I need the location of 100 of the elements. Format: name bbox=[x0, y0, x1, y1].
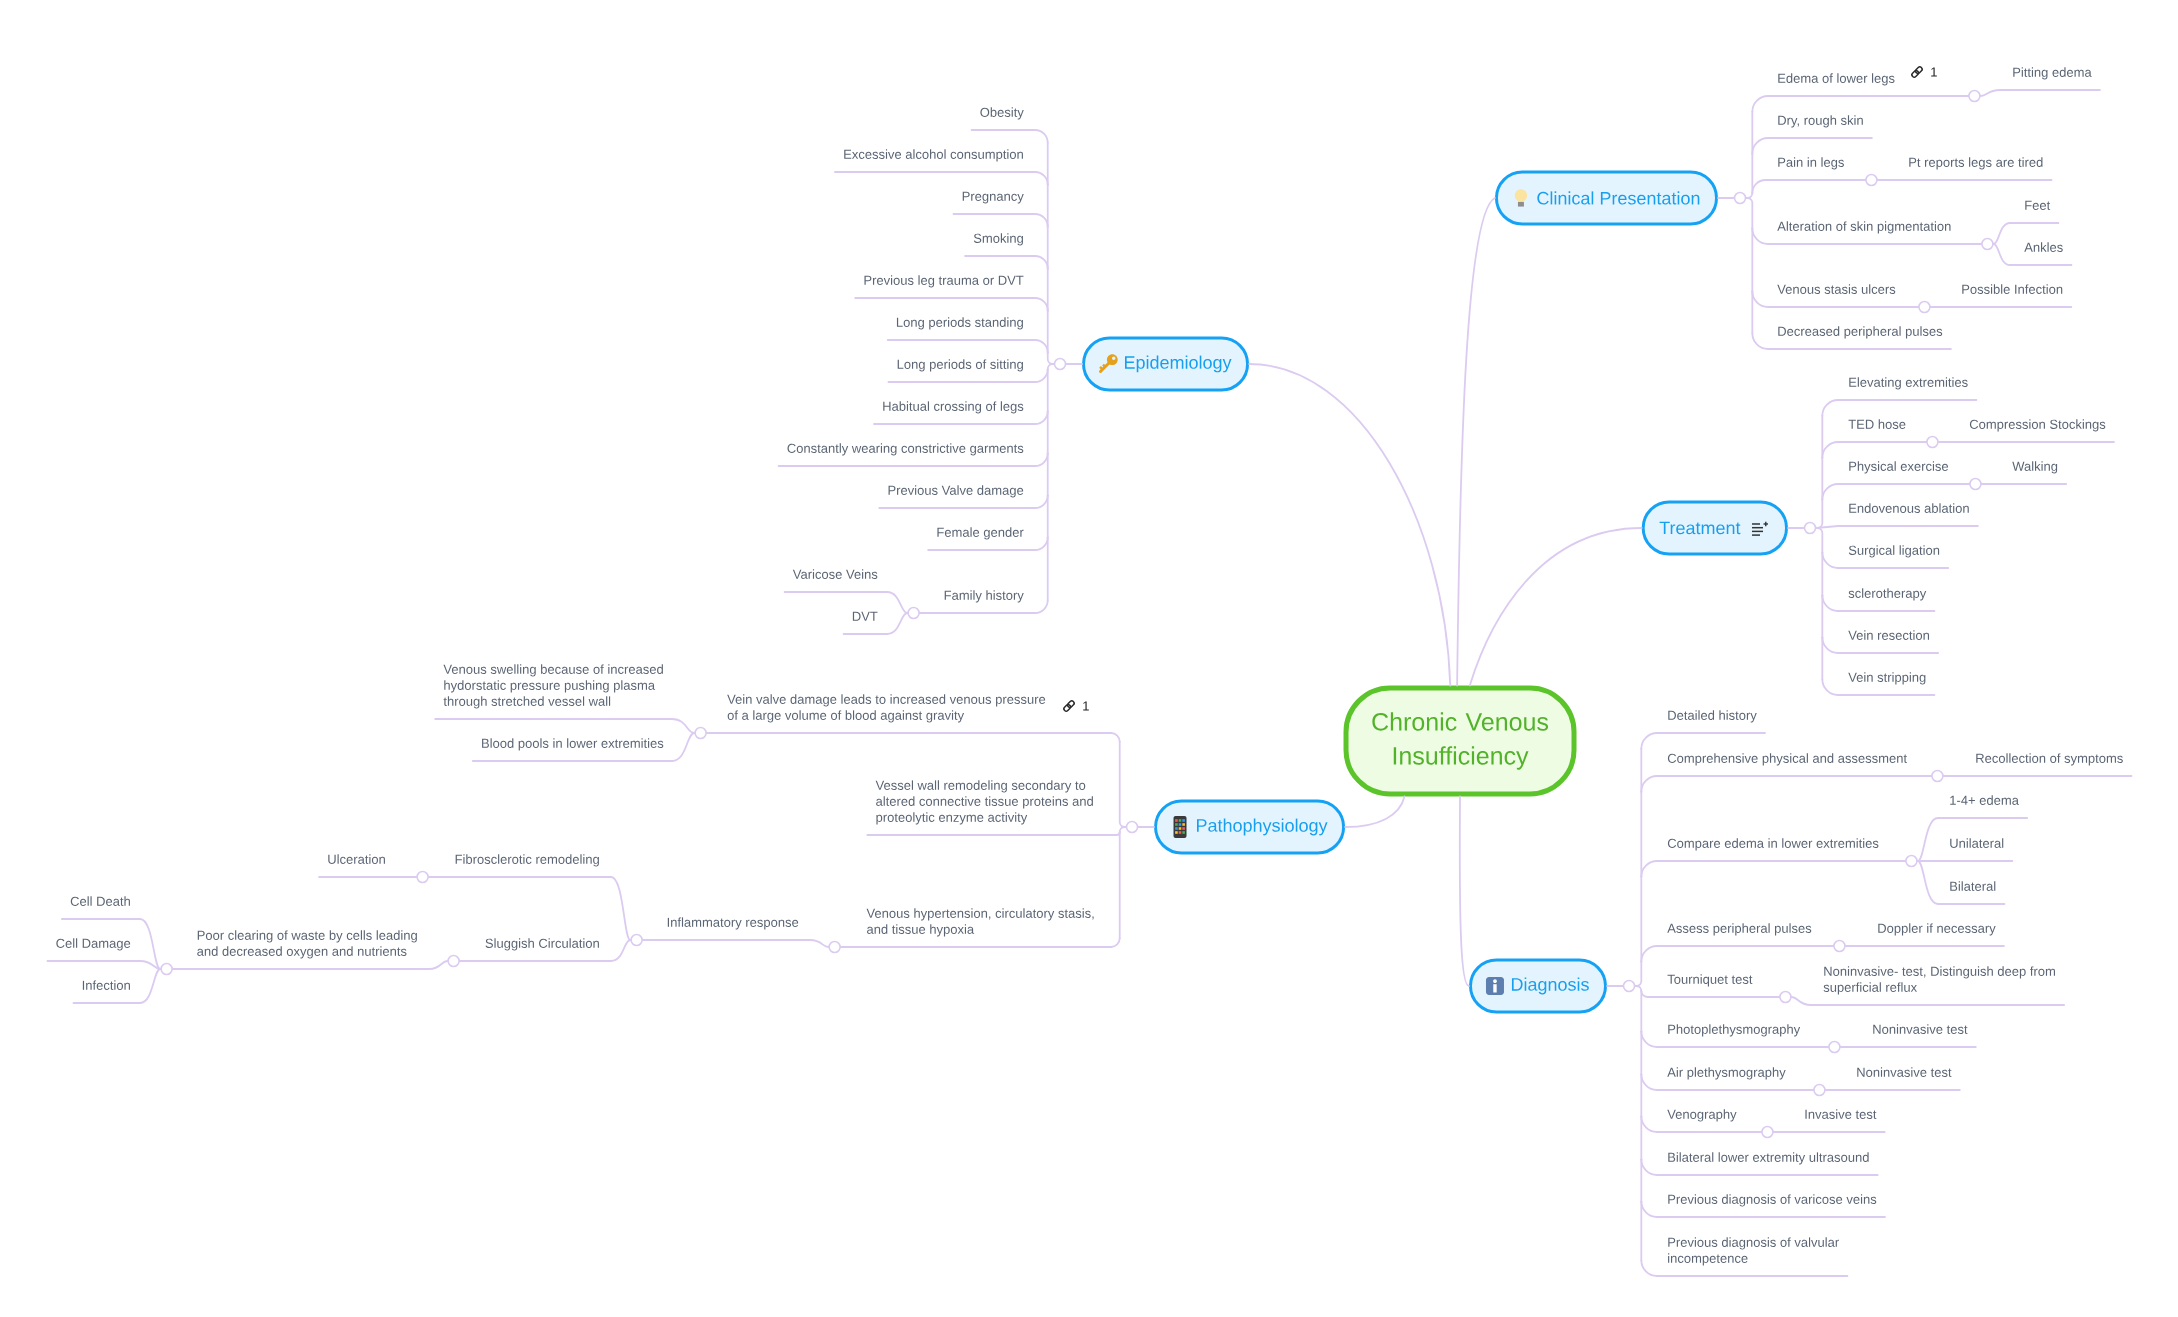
branch-line bbox=[1751, 179, 1769, 194]
branch-line bbox=[1992, 243, 2011, 266]
subtopic-label: Bilateral bbox=[1937, 881, 2006, 905]
branch-line bbox=[139, 918, 162, 970]
subtopic-label: Unilateral bbox=[1937, 838, 2014, 862]
central-topic-box: Chronic Venous Insufficiency bbox=[1343, 685, 1577, 797]
subtopic-label: Venous hypertension, circulatory stasis, and tissue hypoxia bbox=[833, 908, 1112, 948]
branch-line bbox=[1821, 594, 1839, 612]
subtopic-label: Blood pools in lower extremities bbox=[471, 738, 673, 762]
subtopic-label: Fibrosclerotic remodeling bbox=[421, 854, 612, 878]
branch-line bbox=[1034, 213, 1049, 228]
branch-line bbox=[1640, 790, 1643, 878]
subtopic-label: Dry, rough skin bbox=[1767, 115, 1873, 139]
branch-line bbox=[1929, 306, 1951, 308]
branch-line bbox=[1034, 129, 1049, 144]
branch-line bbox=[809, 939, 830, 948]
subtopic-label: Air plethysmography bbox=[1656, 1067, 1821, 1091]
subtopic-label: Previous Valve damage bbox=[878, 485, 1036, 509]
branch-line bbox=[1640, 1073, 1643, 1118]
subtopic-label: Pregnancy bbox=[952, 191, 1036, 215]
branch-line bbox=[1916, 817, 1939, 862]
branch-line bbox=[1821, 399, 1839, 417]
subtopic-label: Photoplethysmography bbox=[1656, 1024, 1836, 1048]
subtopic-label: Tourniquet test bbox=[1656, 974, 1787, 998]
subtopic-label: Long periods standing bbox=[886, 317, 1036, 341]
subtopic-label: Comprehensive physical and assessment bbox=[1656, 753, 1939, 777]
branch-line bbox=[1034, 410, 1049, 425]
subtopic-label: Noninvasive test bbox=[1844, 1067, 1961, 1091]
branch-line bbox=[1110, 937, 1121, 948]
branch-line bbox=[1640, 1073, 1658, 1091]
branch-line bbox=[1745, 197, 1754, 230]
subtopic-label: Feet bbox=[2009, 200, 2060, 224]
subtopic-label: Pain in legs bbox=[1767, 157, 1873, 181]
subtopic-label: Venous stasis ulcers bbox=[1767, 284, 1926, 308]
subtopic-label: Possible Infection bbox=[1949, 284, 2073, 308]
branch-line bbox=[1640, 775, 1658, 793]
subtopic-label: Bilateral lower extremity ultrasound bbox=[1656, 1152, 1879, 1176]
branch-line bbox=[1751, 290, 1769, 308]
branch-line bbox=[1034, 368, 1049, 383]
branch-line bbox=[1248, 363, 1452, 687]
branch-line bbox=[1640, 945, 1658, 963]
branch-line bbox=[1821, 551, 1839, 569]
subtopic-label: Family history bbox=[912, 590, 1036, 614]
subtopic-label: Vein resection bbox=[1837, 630, 1939, 654]
branch-line bbox=[1110, 831, 1121, 836]
subtopic-label: Female gender bbox=[927, 527, 1036, 551]
topic-box: Diagnosis bbox=[1469, 958, 1607, 1014]
branch-line bbox=[1772, 1131, 1794, 1133]
subtopic-label: Varicose Veins bbox=[783, 569, 888, 593]
subtopic-label: Vein stripping bbox=[1837, 672, 1936, 696]
subtopic-label: Surgical ligation bbox=[1837, 545, 1950, 569]
subtopic-label: Invasive test bbox=[1792, 1109, 1886, 1133]
branch-line bbox=[1980, 483, 2001, 485]
subtopic-label: Vessel wall remodeling secondary to altered connective tissue proteins and proteolytic enzyme activity bbox=[866, 780, 1112, 836]
branch-line bbox=[1034, 339, 1049, 354]
branch-line bbox=[1046, 452, 1049, 497]
branch-line bbox=[1046, 536, 1049, 602]
subtopic-label: Assess peripheral pulses bbox=[1656, 923, 1841, 947]
branch-line bbox=[1640, 1158, 1658, 1176]
subtopic-label: Alteration of skin pigmentation bbox=[1767, 221, 1989, 245]
subtopic-label: Sluggish Circulation bbox=[452, 938, 612, 962]
subtopic-label: Ulceration bbox=[318, 854, 399, 878]
subtopic-label: Long periods of sitting bbox=[887, 359, 1036, 383]
branch-line bbox=[1751, 332, 1769, 350]
branch-line bbox=[1456, 197, 1496, 687]
branch-line bbox=[1640, 1200, 1658, 1218]
branch-line bbox=[1344, 795, 1406, 828]
topic-box: Clinical Presentation bbox=[1494, 170, 1718, 226]
link-count: 1 bbox=[1083, 701, 1089, 711]
branch-line bbox=[1640, 1200, 1643, 1262]
subtopic-label: Infection bbox=[72, 980, 141, 1004]
branch-line bbox=[1118, 831, 1121, 940]
branch-line bbox=[1640, 1115, 1658, 1133]
branch-line bbox=[1821, 456, 1824, 501]
branch-line bbox=[610, 939, 632, 962]
branch-line bbox=[1640, 1030, 1658, 1048]
subtopic-label: Cell Death bbox=[61, 896, 141, 920]
branch-line bbox=[1790, 996, 1812, 1006]
subtopic-label: Endovenous ablation bbox=[1837, 503, 1979, 527]
subtopic-label: Pitting edema bbox=[1999, 67, 2101, 91]
subtopic-label: Noninvasive- test, Distinguish deep from superficial reflux bbox=[1810, 966, 2065, 1006]
subtopic-label: Compression Stockings bbox=[1957, 419, 2115, 443]
subtopic-label: Noninvasive test bbox=[1859, 1024, 1977, 1048]
branch-line bbox=[1751, 290, 1754, 335]
branch-line bbox=[1916, 860, 1939, 905]
subtopic-label: DVT bbox=[842, 611, 888, 635]
subtopic-label: Physical exercise bbox=[1837, 461, 1977, 485]
branch-line bbox=[1034, 494, 1049, 509]
branch-line bbox=[1640, 860, 1658, 878]
subtopic-label: 1-4+ edema bbox=[1937, 795, 2029, 819]
branch-line bbox=[1942, 775, 1964, 777]
branch-line bbox=[1034, 536, 1049, 551]
branch-line bbox=[1640, 1030, 1643, 1076]
branch-line bbox=[1821, 636, 1824, 681]
branch-line bbox=[1634, 985, 1643, 992]
branch-line bbox=[1821, 414, 1824, 459]
branch-line bbox=[1118, 826, 1127, 833]
branch-line bbox=[1751, 137, 1769, 155]
subtopic-label: Smoking bbox=[964, 233, 1036, 257]
branch-line bbox=[1821, 483, 1839, 501]
